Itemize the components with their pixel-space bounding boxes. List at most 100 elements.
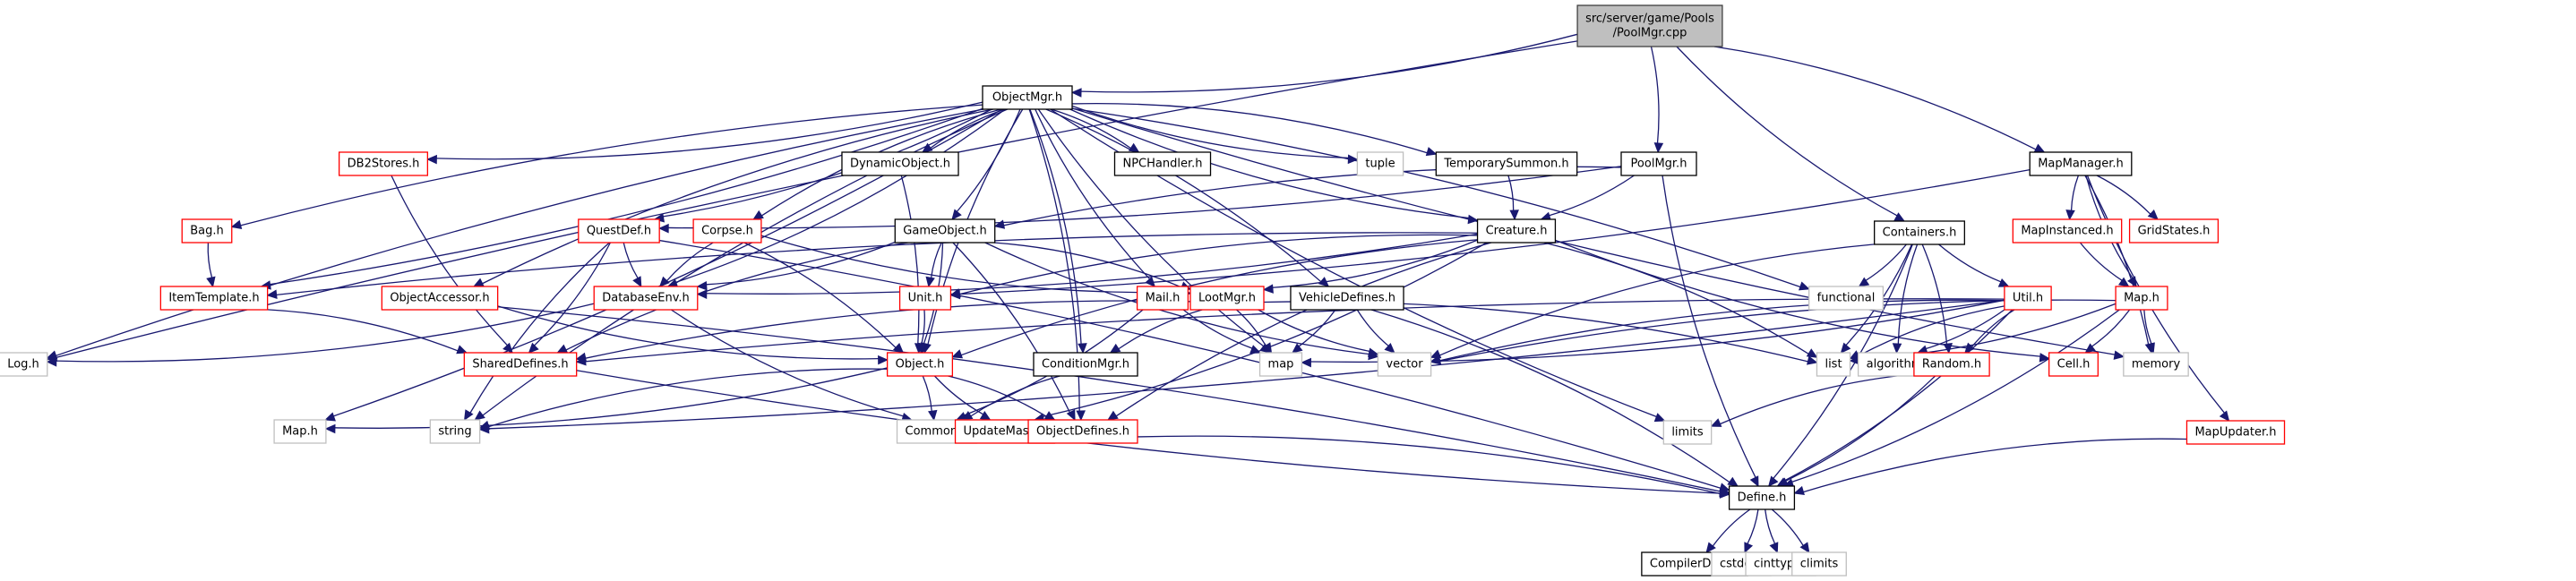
edge-object-to-common xyxy=(922,375,932,412)
node-conditionmgr[interactable]: ConditionMgr.h xyxy=(1033,352,1138,377)
node-box xyxy=(1027,419,1138,444)
arrowhead-icon xyxy=(502,342,513,354)
node-box xyxy=(2004,286,2052,311)
edge-containers-to-random xyxy=(1921,244,1948,345)
edge-databaseenv-to-log xyxy=(56,303,595,363)
node-label: ConditionMgr.h xyxy=(1042,358,1129,372)
node-label: Containers.h xyxy=(1883,226,1957,240)
node-box xyxy=(1113,151,1212,176)
node-gridstates[interactable]: GridStates.h xyxy=(2128,218,2220,244)
node-root[interactable]: src/server/game/Pools/PoolMgr.cpp xyxy=(1576,4,1723,47)
node-mapmanager[interactable]: MapManager.h xyxy=(2029,151,2133,176)
nodes-layer: src/server/game/Pools/PoolMgr.cppObjectM… xyxy=(0,4,2286,577)
node-label: /PoolMgr.cpp xyxy=(1613,27,1687,40)
edge-lootmgr-to-conditionmgr xyxy=(1118,309,1203,350)
arrowhead-icon xyxy=(928,409,938,422)
edge-creature-to-lootmgr xyxy=(1272,239,1478,288)
arrowhead-icon xyxy=(1769,542,1779,554)
node-objectdefines[interactable]: ObjectDefines.h xyxy=(1027,419,1138,444)
edge-db2stores-to-shareddefines xyxy=(391,175,508,346)
node-label: Object.h xyxy=(896,358,945,372)
node-unit[interactable]: Unit.h xyxy=(898,286,952,311)
node-memory: memory xyxy=(2123,352,2189,377)
node-mail[interactable]: Mail.h xyxy=(1136,286,1189,311)
node-objectaccessor[interactable]: ObjectAccessor.h xyxy=(381,286,499,311)
node-box xyxy=(578,218,660,244)
edge-creature-to-list xyxy=(1543,242,1809,355)
node-corpse[interactable]: Corpse.h xyxy=(692,218,762,244)
edge-root-to-poolmgr xyxy=(1650,46,1660,144)
node-label: Random.h xyxy=(1922,358,1981,372)
edge-itemtemplate-to-shareddefines xyxy=(267,309,459,352)
node-random[interactable]: Random.h xyxy=(1913,352,1990,377)
node-climits: climits xyxy=(1791,551,1847,577)
node-box xyxy=(2048,352,2099,377)
node-limits: limits xyxy=(1662,420,1713,445)
arrowhead-icon xyxy=(1858,277,1870,287)
node-cell[interactable]: Cell.h xyxy=(2048,352,2099,377)
node-label: SharedDefines.h xyxy=(472,358,568,372)
node-mapinstanced[interactable]: MapInstanced.h xyxy=(2012,218,2123,244)
edge-random-to-define xyxy=(1785,375,1936,482)
node-dynamicobject[interactable]: DynamicObject.h xyxy=(841,151,959,176)
node-object[interactable]: Object.h xyxy=(886,352,954,377)
arrowhead-icon xyxy=(917,342,928,355)
edge-objectmgr-to-mail xyxy=(1035,108,1151,280)
node-npchandler[interactable]: NPCHandler.h xyxy=(1113,151,1212,176)
arrowhead-icon xyxy=(2145,342,2155,355)
edge-define-to-cinttypes xyxy=(1765,508,1776,544)
node-mapupdater[interactable]: MapUpdater.h xyxy=(2185,420,2286,445)
arrowhead-icon xyxy=(1107,410,1119,421)
arrowhead-icon xyxy=(1249,345,1261,354)
node-label: MapInstanced.h xyxy=(2021,225,2113,238)
node-label: ObjectDefines.h xyxy=(1036,425,1129,439)
edge-mapmanager-to-gridstates xyxy=(2096,175,2151,215)
edge-objectmgr-to-databaseenv xyxy=(675,108,1006,283)
node-creature[interactable]: Creature.h xyxy=(1476,218,1557,244)
node-box xyxy=(982,85,1073,110)
node-db2stores[interactable]: DB2Stores.h xyxy=(338,151,429,176)
node-temporarysummon[interactable]: TemporarySummon.h xyxy=(1435,151,1578,176)
node-box xyxy=(692,218,762,244)
node-maph[interactable]: Map.h xyxy=(2115,286,2168,311)
edge-random-to-limits xyxy=(1720,373,1914,425)
node-box xyxy=(841,151,959,176)
edge-objectmgr-to-tuple xyxy=(1071,105,1349,158)
node-vehicledefines[interactable]: VehicleDefines.h xyxy=(1290,286,1404,311)
node-box xyxy=(1290,286,1404,311)
node-shareddefines[interactable]: SharedDefines.h xyxy=(463,352,578,377)
edge-containers-to-util xyxy=(1938,244,2002,283)
node-lootmgr[interactable]: LootMgr.h xyxy=(1189,286,1265,311)
node-databaseenv[interactable]: DatabaseEnv.h xyxy=(593,286,699,311)
edge-temporarysummon-to-creature xyxy=(1507,175,1515,211)
edge-objectmgr-to-npchandler xyxy=(1051,108,1131,150)
node-containers[interactable]: Containers.h xyxy=(1874,220,1965,245)
edge-objectmgr-to-vehicledefines xyxy=(1045,108,1322,283)
node-gameobject[interactable]: GameObject.h xyxy=(894,218,996,244)
node-box xyxy=(1476,218,1557,244)
edge-vehicledefines-to-map xyxy=(1298,309,1336,347)
node-itemtemplate[interactable]: ItemTemplate.h xyxy=(159,286,269,311)
arrowhead-icon xyxy=(1799,542,1810,554)
arrowhead-icon xyxy=(1262,284,1274,294)
arrowhead-icon xyxy=(951,209,962,220)
node-questdef[interactable]: QuestDef.h xyxy=(578,218,660,244)
node-poolmgr[interactable]: PoolMgr.h xyxy=(1620,151,1697,176)
edge-gameobject-to-shareddefines xyxy=(565,242,908,351)
edge-containers-to-functional xyxy=(1865,244,1907,281)
edge-databaseenv-to-common xyxy=(670,309,904,417)
node-box xyxy=(1816,352,1851,377)
node-define[interactable]: Define.h xyxy=(1728,485,1796,510)
node-util[interactable]: Util.h xyxy=(2004,286,2052,311)
edges-layer xyxy=(46,33,2230,554)
arrowhead-icon xyxy=(1425,147,1438,157)
arrowhead-icon xyxy=(1719,488,1730,498)
node-box xyxy=(2123,352,2189,377)
node-label: NPCHandler.h xyxy=(1122,158,1202,171)
arrowhead-icon xyxy=(2219,410,2230,422)
arrowhead-icon xyxy=(658,276,670,287)
node-objectmgr[interactable]: ObjectMgr.h xyxy=(982,85,1073,110)
node-label: Bag.h xyxy=(190,225,224,238)
edge-corpse-to-databaseenv xyxy=(666,242,714,282)
node-bag[interactable]: Bag.h xyxy=(181,218,233,244)
